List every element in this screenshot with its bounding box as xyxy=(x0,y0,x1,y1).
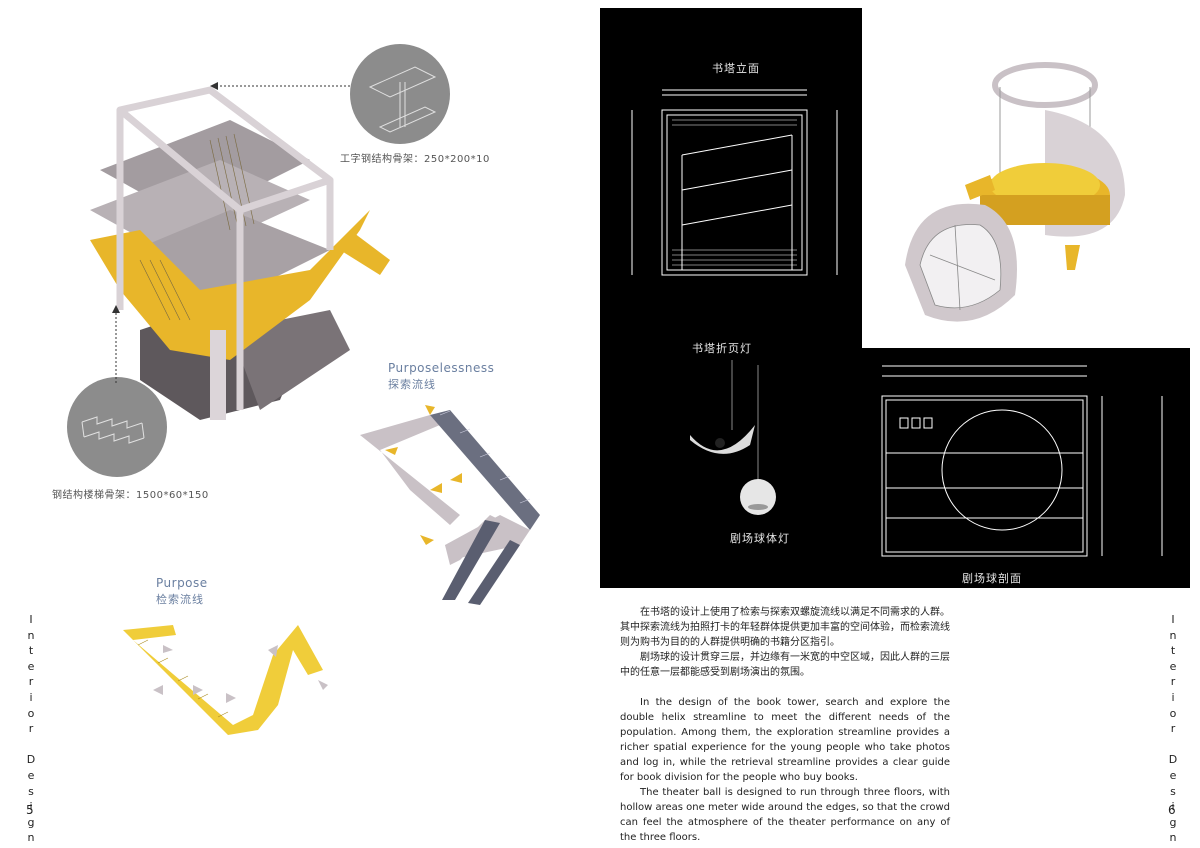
side-left-letter: i xyxy=(29,690,33,704)
side-left-letter: s xyxy=(28,784,34,798)
side-left-letter: n xyxy=(27,831,35,845)
purposelessness-stair-diagram xyxy=(360,405,540,605)
side-left-letter: t xyxy=(28,644,34,658)
side-right-letter: i xyxy=(1171,800,1175,814)
side-right-letter: n xyxy=(1169,831,1177,845)
flow-purpose-subtitle: 检索流线 xyxy=(156,593,204,606)
section-title: 剧场球剖面 xyxy=(962,572,1022,585)
side-left-letter: r xyxy=(28,675,34,689)
side-left-letter: n xyxy=(27,628,35,642)
elevation-title: 书塔立面 xyxy=(712,62,760,75)
page-number-left: 5 xyxy=(26,803,34,817)
side-left-letter: o xyxy=(27,706,35,720)
side-left-letter: D xyxy=(26,753,36,767)
side-right-letter: t xyxy=(1170,644,1176,658)
callout-caption-i-beam: 工字钢结构骨架：250*200*10 xyxy=(340,154,490,165)
flow-purposelessness-subtitle: 探索流线 xyxy=(388,378,436,391)
paragraph-en-2: The theater ball is designed to run thro… xyxy=(620,787,950,843)
side-right-letter: e xyxy=(1169,768,1177,782)
theater-sphere-section-drawing xyxy=(881,365,1163,557)
paragraph-cn-2: 剧场球的设计贯穿三层，并边缘有一米宽的中空区域，因此人群的三层中的任意一层都能感… xyxy=(620,652,950,678)
side-left-letter: e xyxy=(27,768,35,782)
paragraph-cn-1: 在书塔的设计上使用了检索与探索双螺旋流线以满足不同需求的人群。其中探索流线为拍照… xyxy=(620,607,950,648)
side-left-letter: r xyxy=(28,722,34,736)
flow-purpose-title: Purpose xyxy=(156,576,208,590)
folding-lamp-rendering xyxy=(690,360,776,515)
side-left-letter: e xyxy=(27,659,35,673)
side-left-letter: I xyxy=(29,613,33,626)
side-right-letter: n xyxy=(1169,628,1177,642)
book-tower-axonometric xyxy=(90,86,390,420)
side-right-letter: g xyxy=(1169,815,1177,829)
callout-arrow-top xyxy=(210,82,350,90)
book-tower-elevation-drawing xyxy=(631,89,838,276)
folding-lamp-title: 书塔折页灯 xyxy=(692,342,752,355)
stair-skeleton-detail-callout xyxy=(67,377,167,477)
side-right-letter: I xyxy=(1171,613,1175,626)
side-right-letter: o xyxy=(1169,706,1177,720)
callout-arrow-bottom xyxy=(112,305,120,385)
theater-sphere-exploded-rendering xyxy=(905,62,1125,322)
side-right-letter: r xyxy=(1170,675,1176,689)
side-left-letter: g xyxy=(27,815,35,829)
side-left-letter: i xyxy=(29,800,33,814)
callout-caption-stair: 钢结构楼梯骨架：1500*60*150 xyxy=(52,490,209,501)
paragraph-en-1: In the design of the book tower, search … xyxy=(620,697,950,783)
side-right-letter: s xyxy=(1170,784,1176,798)
purpose-stair-diagram xyxy=(123,625,328,735)
side-right-letter: D xyxy=(1168,753,1178,767)
drawings-panel-top xyxy=(600,8,862,588)
body-text-block: 在书塔的设计上使用了检索与探索双螺旋流线以满足不同需求的人群。其中探索流线为拍照… xyxy=(620,605,950,845)
flow-purposelessness-title: Purposelessness xyxy=(388,361,495,375)
side-right-letter: e xyxy=(1169,659,1177,673)
side-right-letter: i xyxy=(1171,690,1175,704)
side-left-letter xyxy=(24,737,38,753)
side-right-letter xyxy=(1166,737,1180,753)
sphere-lamp-title: 剧场球体灯 xyxy=(730,532,790,545)
side-right-letter: r xyxy=(1170,722,1176,736)
i-beam-detail-callout xyxy=(350,44,450,144)
page-number-right: 6 xyxy=(1168,803,1176,817)
drawings-panel-bottom xyxy=(862,348,1190,588)
